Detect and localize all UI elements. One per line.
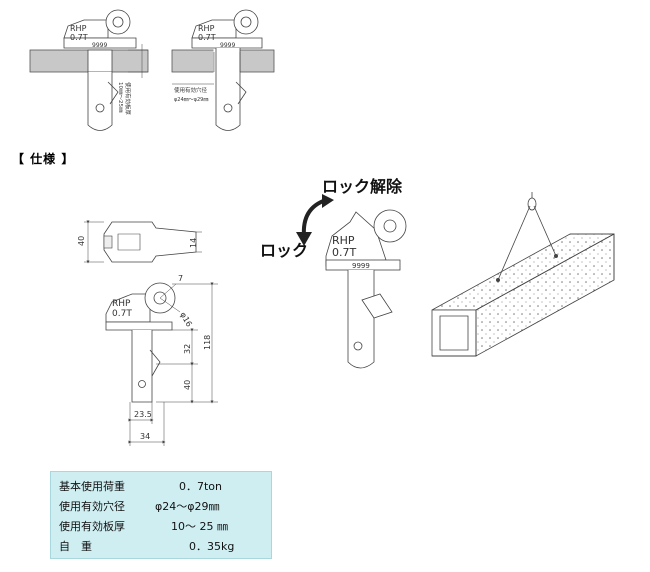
unlock-label: ロック解除 — [322, 177, 403, 196]
dim-bottom1: 23.5 — [134, 410, 152, 419]
capacity-label: 0.7T — [112, 309, 132, 319]
model-label: RHP — [112, 299, 131, 309]
hook-ring — [528, 198, 536, 210]
spec-label: 自 重 — [59, 538, 92, 554]
spec-label: 使用有効穴径 — [59, 498, 125, 514]
hole-note-line1: 使用有効穴径 — [174, 86, 208, 94]
spec-value: 0．35kg — [189, 538, 234, 554]
top-left-clamp-figure: RHP 0.7T 9999 使用有効板厚 10㎜～25㎜ — [30, 10, 148, 131]
dim-hole: φ16 — [178, 311, 194, 329]
spec-row: 基本使用荷重 0．7ton — [59, 478, 269, 494]
dim-lower: 40 — [183, 380, 192, 390]
model-label: RHP — [70, 24, 87, 33]
model-label: RHP — [198, 24, 215, 33]
dim-mid: 32 — [183, 344, 192, 354]
spec-value: φ24～φ29㎜ — [155, 498, 220, 514]
capacity-label: 0.7T — [70, 33, 88, 42]
serial-label: 9999 — [92, 42, 107, 49]
spec-value: 10～ 25 ㎜ — [171, 518, 228, 534]
box-beam-figure — [432, 192, 614, 356]
section-title: 【 仕様 】 — [12, 150, 74, 167]
spec-value: 0．7ton — [179, 478, 222, 494]
dim-height: 118 — [203, 335, 212, 350]
dim-bottom2: 34 — [140, 432, 150, 441]
lock-figure: ロック解除 ロック RHP 0.7T 9999 — [260, 177, 406, 368]
dim-thickness: 14 — [189, 238, 198, 248]
spec-row: 使用有効穴径 φ24～φ29㎜ — [59, 498, 269, 514]
capacity-label: 0.7T — [332, 246, 356, 259]
spec-table: 基本使用荷重 0．7ton 使用有効穴径 φ24～φ29㎜ 使用有効板厚 10～… — [50, 471, 272, 559]
capacity-label: 0.7T — [198, 33, 216, 42]
top-right-clamp-figure: RHP 0.7T 9999 使用有効穴径 φ24㎜～φ29㎜ — [172, 10, 274, 131]
plate-note-line2: 10㎜～25㎜ — [117, 82, 123, 113]
plate-note-line1: 使用有効板厚 — [124, 82, 132, 116]
dim-width-top: 40 — [77, 236, 86, 246]
spec-label: 基本使用荷重 — [59, 478, 125, 494]
lock-label: ロック — [260, 241, 308, 260]
dim-angle: 7 — [178, 274, 183, 283]
hole-note-line2: φ24㎜～φ29㎜ — [174, 97, 208, 103]
spec-row: 自 重 0．35kg — [59, 538, 269, 554]
serial-label: 9999 — [352, 262, 370, 270]
dimension-drawing: 40 14 RHP 0.7T 7 φ16 118 32 40 23.5 — [77, 222, 218, 446]
serial-label: 9999 — [220, 42, 235, 49]
spec-label: 使用有効板厚 — [59, 518, 125, 534]
spec-row: 使用有効板厚 10～ 25 ㎜ — [59, 518, 269, 534]
